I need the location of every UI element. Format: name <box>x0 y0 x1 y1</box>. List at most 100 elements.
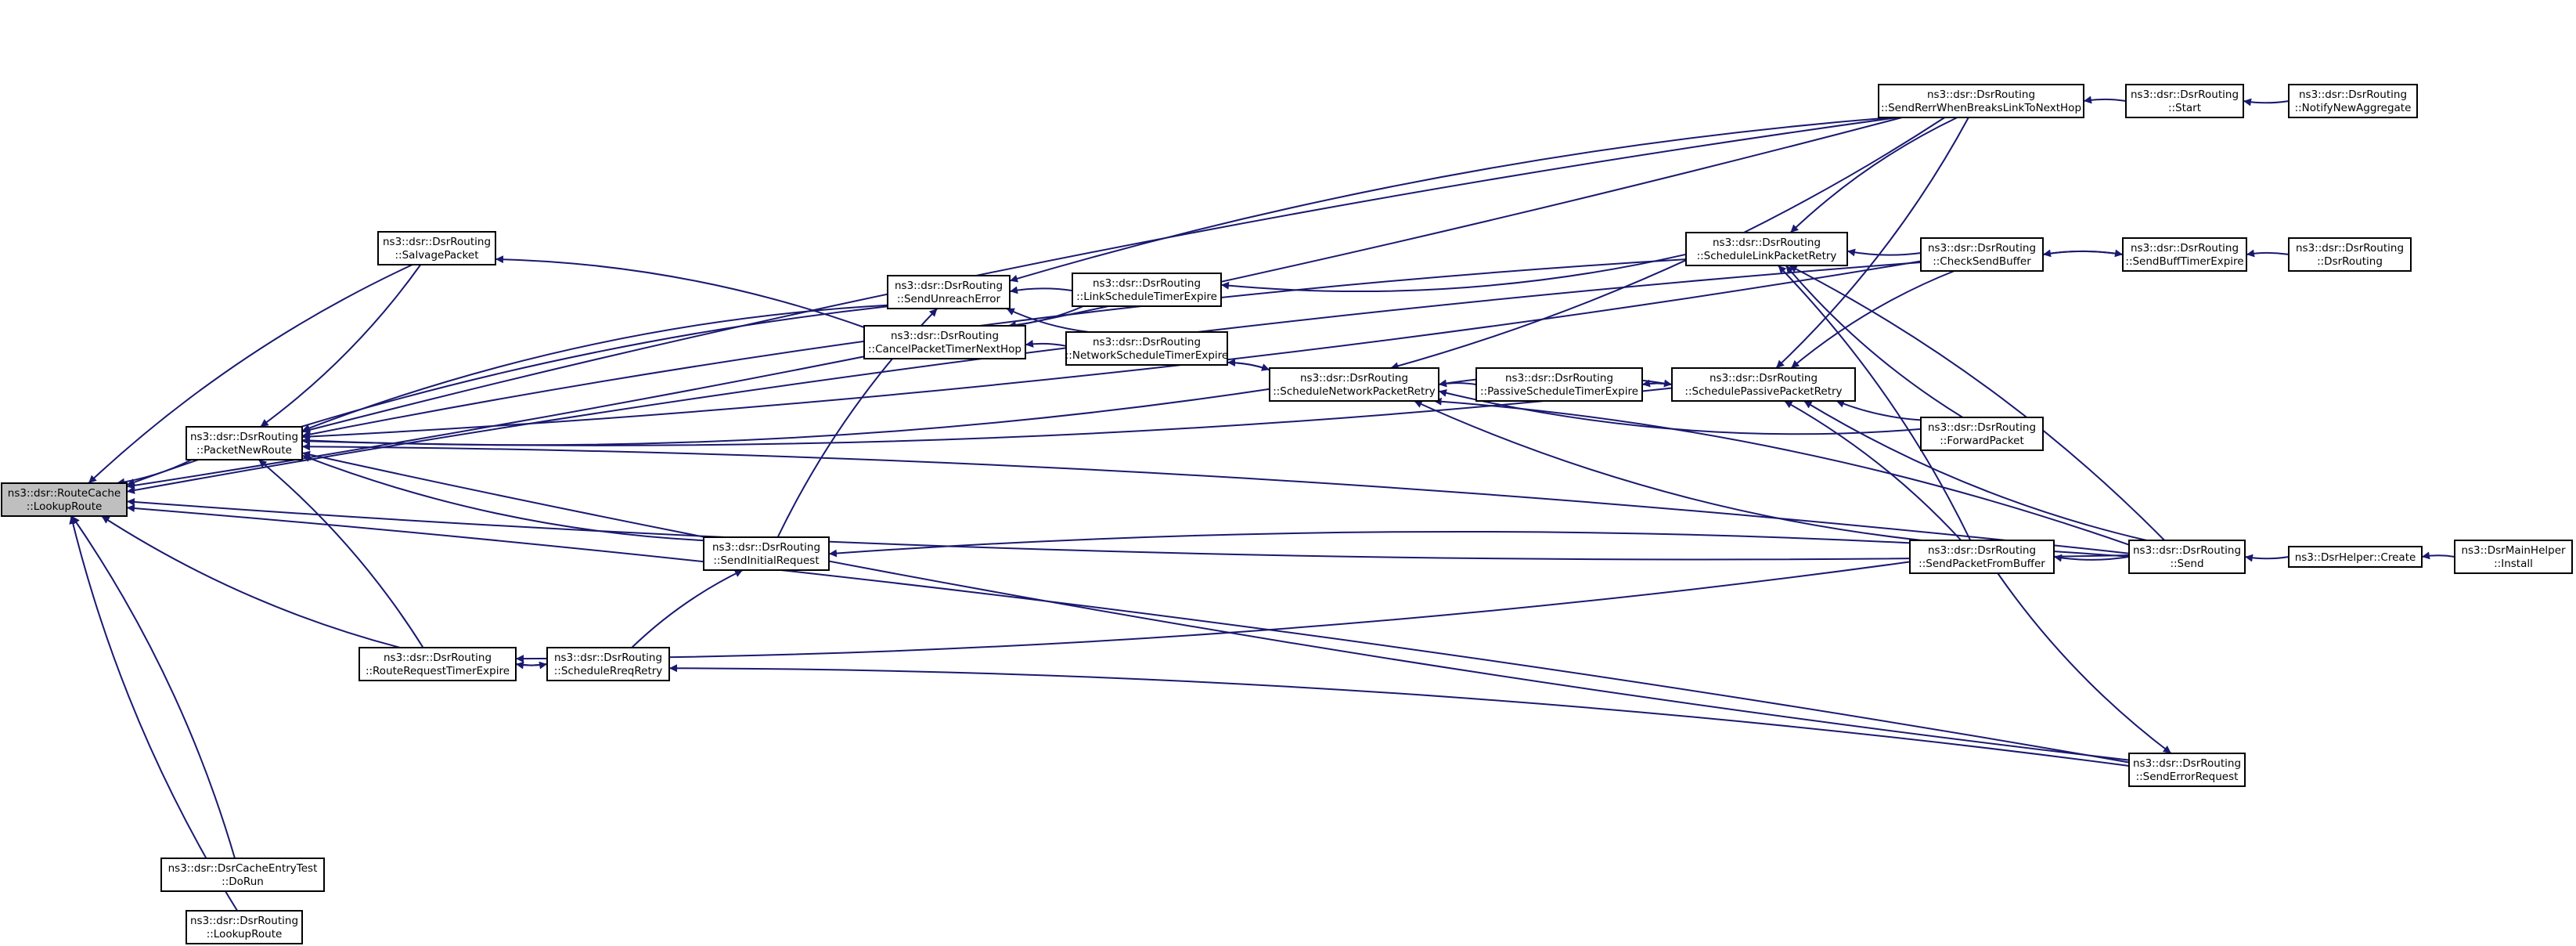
node-box <box>160 858 325 892</box>
node-label-line1: ns3::dsr::DsrRouting <box>891 330 999 342</box>
call-edge-cache_entry_test_dorun-to-route_cache_lookup <box>71 515 236 859</box>
node-label-line1: ns3::dsr::DsrRouting <box>1093 336 1201 348</box>
call-edge-link_schedule_timer_expire-to-send_unreach_error <box>1009 286 1073 294</box>
call-edge-send-to-packet_new_route <box>301 442 2130 554</box>
call-edge-notify_new_aggregate-to-start <box>2243 98 2290 107</box>
call-edge-send_unreach_error-to-packet_new_route <box>301 304 888 432</box>
node-label-line1: ns3::dsr::DsrRouting <box>384 652 492 664</box>
call-edge-send_rerr_when_breaks-to-schedule_link_packet_retry <box>1789 117 1958 233</box>
call-edge-check_send_buffer-to-schedule_passive_packet_retry <box>1790 270 1955 369</box>
node-label-line2: ::ScheduleLinkPacketRetry <box>1697 250 1837 262</box>
node-label-line2: ::NetworkScheduleTimerExpire <box>1065 349 1229 362</box>
node-box <box>186 910 303 944</box>
node-send-error-request[interactable]: ns3::dsr::DsrRouting::SendErrorRequest <box>2128 753 2246 787</box>
node-label-line2: ::LookupRoute <box>27 500 103 513</box>
call-edge-send_rerr_when_breaks-to-send_unreach_error <box>1009 117 1893 283</box>
node-box <box>1920 417 2044 451</box>
node-schedule-network-packet-retry[interactable]: ns3::dsr::DsrRouting::ScheduleNetworkPac… <box>1269 367 1439 402</box>
call-edge-send_rerr_when_breaks-to-packet_new_route <box>301 117 1898 434</box>
call-edge-send-to-schedule_link_packet_retry <box>1789 265 2166 541</box>
call-edge-send_initial_request-to-packet_new_route <box>301 454 704 542</box>
node-label-line1: ns3::dsr::DsrRouting <box>1928 242 2036 255</box>
node-network-schedule-timer-expire[interactable]: ns3::dsr::DsrRouting::NetworkScheduleTim… <box>1065 331 1229 366</box>
node-send-unreach-error[interactable]: ns3::dsr::DsrRouting::SendUnreachError <box>887 275 1011 309</box>
node-dsr-main-helper-install[interactable]: ns3::DsrMainHelper::Install <box>2454 540 2573 574</box>
node-box <box>1920 237 2044 272</box>
call-edge-network_schedule_timer_expire-to-cancel_packet_timer_next_hop <box>1025 339 1067 348</box>
node-schedule-link-packet-retry[interactable]: ns3::dsr::DsrRouting::ScheduleLinkPacket… <box>1685 232 1848 266</box>
node-box <box>863 325 1026 359</box>
node-check-send-buffer[interactable]: ns3::dsr::DsrRouting::CheckSendBuffer <box>1920 237 2044 272</box>
call-edge-dsr_routing_ctor-to-send_buff_timer_expire <box>2246 249 2290 258</box>
node-route-request-timer-expire[interactable]: ns3::dsr::DsrRouting::RouteRequestTimerE… <box>358 647 517 681</box>
node-label-line2: ::Send <box>2170 558 2203 570</box>
node-label-line1: ns3::dsr::DsrRouting <box>2133 544 2241 557</box>
call-edge-salvage_packet-to-packet_new_route <box>260 264 422 428</box>
call-edge-send_rerr_when_breaks-to-route_cache_lookup <box>126 117 1903 489</box>
call-edge-send_rerr_when_breaks-to-schedule_network_packet_retry <box>1390 117 1946 370</box>
call-edge-schedule_link_packet_retry-to-packet_new_route <box>301 258 1687 439</box>
node-label-line1: ns3::dsr::DsrRouting <box>554 652 662 664</box>
call-edge-salvage_packet-to-route_cache_lookup <box>88 264 413 484</box>
edge-layer <box>69 96 2455 912</box>
node-salvage-packet[interactable]: ns3::dsr::DsrRouting::SalvagePacket <box>377 231 496 265</box>
node-route-cache-lookup[interactable]: ns3::dsr::RouteCache::LookupRoute <box>1 482 128 517</box>
node-send-buff-timer-expire[interactable]: ns3::dsr::DsrRouting::SendBuffTimerExpir… <box>2122 237 2247 272</box>
node-label-line2: ::SendInitialRequest <box>713 554 819 567</box>
call-edge-send_error_request-to-route_cache_lookup <box>126 504 2130 764</box>
node-box <box>1671 367 1856 402</box>
node-link-schedule-timer-expire[interactable]: ns3::dsr::DsrRouting::LinkScheduleTimerE… <box>1072 273 1222 307</box>
node-box <box>2288 84 2418 118</box>
node-dsr-lookup-route[interactable]: ns3::dsr::DsrRouting::LookupRoute <box>186 910 303 944</box>
call-edge-check_send_buffer-to-send_buff_timer_expire <box>2042 249 2124 258</box>
node-label-line1: ns3::dsr::DsrCacheEntryTest <box>168 862 318 875</box>
node-label-line1: ns3::dsr::DsrRouting <box>1505 372 1613 385</box>
node-forward-packet[interactable]: ns3::dsr::DsrRouting::ForwardPacket <box>1920 417 2044 451</box>
node-send-rerr-when-breaks[interactable]: ns3::dsr::DsrRouting::SendRerrWhenBreaks… <box>1878 84 2084 118</box>
node-label-line1: ns3::dsr::RouteCache <box>8 487 121 500</box>
call-edge-schedule_network_packet_retry-to-network_schedule_timer_expire <box>1227 359 1270 371</box>
node-box <box>1685 232 1848 266</box>
node-send-initial-request[interactable]: ns3::dsr::DsrRouting::SendInitialRequest <box>703 536 830 571</box>
node-box <box>1065 331 1228 366</box>
node-dsr-routing-ctor[interactable]: ns3::dsr::DsrRouting::DsrRouting <box>2288 237 2412 272</box>
node-label-line2: ::RouteRequestTimerExpire <box>366 665 510 677</box>
call-edge-send-to-send_packet_from_buffer <box>2053 554 2130 562</box>
node-schedule-passive-packet-retry[interactable]: ns3::dsr::DsrRouting::SchedulePassivePac… <box>1671 367 1856 402</box>
node-box <box>1909 540 2055 574</box>
node-box <box>1475 367 1643 402</box>
node-cache-entry-test-dorun[interactable]: ns3::dsr::DsrCacheEntryTest::DoRun <box>160 858 325 892</box>
node-label-line2: ::PacketNewRoute <box>196 444 292 457</box>
node-dsr-helper-create[interactable]: ns3::DsrHelper::Create <box>2288 546 2423 568</box>
call-edge-send_error_request-to-schedule_req_retry <box>668 664 2130 767</box>
node-schedule-req-retry[interactable]: ns3::dsr::DsrRouting::ScheduleRreqRetry <box>546 647 670 681</box>
call-edge-schedule_link_packet_retry-to-link_schedule_timer_expire <box>1220 253 1687 293</box>
node-label-line2: ::SalvagePacket <box>395 249 479 262</box>
node-notify-new-aggregate[interactable]: ns3::dsr::DsrRouting::NotifyNewAggregate <box>2288 84 2418 118</box>
call-edge-dsr_main_helper_install-to-dsr_helper_create <box>2421 551 2455 560</box>
node-label-line2: ::SendPacketFromBuffer <box>1918 558 2045 570</box>
call-edge-route_request_timer_expire-to-schedule_req_retry <box>515 661 548 670</box>
node-packet-new-route[interactable]: ns3::dsr::DsrRouting::PacketNewRoute <box>186 426 303 460</box>
node-label-line1: ns3::DsrMainHelper <box>2461 544 2566 557</box>
call-edge-dsr_lookup_route-to-route_cache_lookup <box>69 515 239 912</box>
node-label-line2: ::CheckSendBuffer <box>1933 255 2031 268</box>
node-cancel-packet-timer-next-hop[interactable]: ns3::dsr::DsrRouting::CancelPacketTimerN… <box>863 325 1026 359</box>
node-label-line2: ::NotifyNewAggregate <box>2295 102 2412 114</box>
call-edge-send_packet_from_buffer-to-schedule_passive_packet_retry <box>1784 400 1962 541</box>
call-edge-forward_packet-to-schedule_network_packet_retry <box>1438 388 1922 435</box>
node-label-line1: ns3::dsr::DsrRouting <box>2133 757 2241 770</box>
node-box <box>703 536 830 571</box>
node-box <box>186 426 303 460</box>
node-layer: ns3::dsr::RouteCache::LookupRoutens3::ds… <box>1 84 2573 944</box>
node-label-line1: ns3::dsr::DsrRouting <box>2299 88 2407 101</box>
node-box <box>1878 84 2084 118</box>
node-label-line1: ns3::dsr::DsrRouting <box>1927 88 2035 101</box>
node-start[interactable]: ns3::dsr::DsrRouting::Start <box>2125 84 2244 118</box>
node-passive-schedule-timer-expire[interactable]: ns3::dsr::DsrRouting::PassiveScheduleTim… <box>1475 367 1643 402</box>
call-edge-send_packet_from_buffer-to-schedule_network_packet_retry <box>1414 400 1922 541</box>
node-send[interactable]: ns3::dsr::DsrRouting::Send <box>2128 540 2246 574</box>
node-box <box>2288 237 2412 272</box>
node-send-packet-from-buffer[interactable]: ns3::dsr::DsrRouting::SendPacketFromBuff… <box>1909 540 2055 574</box>
